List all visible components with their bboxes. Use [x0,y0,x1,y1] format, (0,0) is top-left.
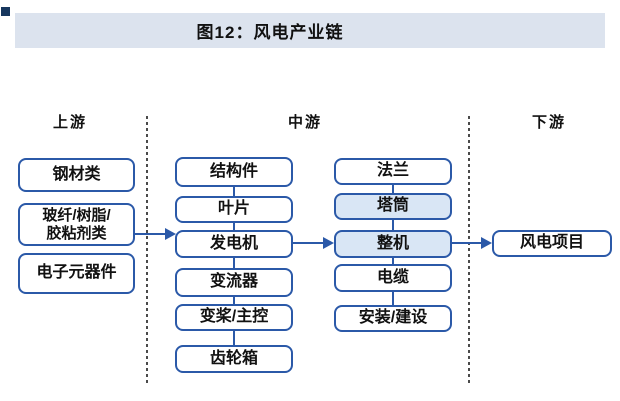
connector-converter-pitch [233,297,235,304]
arrow-generator-to-machine-head [323,237,334,249]
connector-cable-installation [392,292,394,305]
box-blade: 叶片 [175,196,293,223]
box-converter: 变流器 [175,268,293,297]
box-complete-machine: 整机 [334,230,452,258]
figure-title-band: 图12：风电产业链 [15,13,605,48]
arrow-upstream-to-generator-line [135,233,166,235]
corner-mark [1,7,10,16]
arrow-machine-to-project-head [481,237,492,249]
connector-tower-machine [392,220,394,230]
connector-generator-converter [233,258,235,268]
figure-title: 图12：风电产业链 [196,23,344,42]
divider-midstream-downstream [468,116,470,386]
arrow-generator-to-machine-line [293,242,324,244]
connector-blade-generator [233,223,235,230]
arrow-upstream-to-generator-head [165,228,176,240]
section-label-midstream: 中游 [287,114,322,131]
box-steel-materials: 钢材类 [18,158,135,192]
box-structural-parts: 结构件 [175,157,293,187]
box-gearbox: 齿轮箱 [175,345,293,373]
box-tower: 塔筒 [334,193,452,220]
divider-upstream-midstream [146,116,148,386]
section-label-downstream: 下游 [531,114,566,131]
box-cable: 电缆 [334,264,452,292]
box-wind-power-project: 风电项目 [492,230,612,257]
connector-structural-blade [233,187,235,196]
box-generator: 发电机 [175,230,293,258]
box-pitch-main-control: 变桨/主控 [175,304,293,331]
box-installation-construction: 安装/建设 [334,305,452,332]
box-fiberglass-resin-adhesive: 玻纤/树脂/ 胶粘剂类 [18,203,135,246]
connector-pitch-gearbox [233,331,235,345]
box-electronic-components: 电子元器件 [18,253,135,294]
connector-machine-cable [392,258,394,264]
box-flange: 法兰 [334,158,452,185]
arrow-machine-to-project-line [452,242,482,244]
connector-flange-tower [392,185,394,193]
section-label-upstream: 上游 [52,114,87,131]
